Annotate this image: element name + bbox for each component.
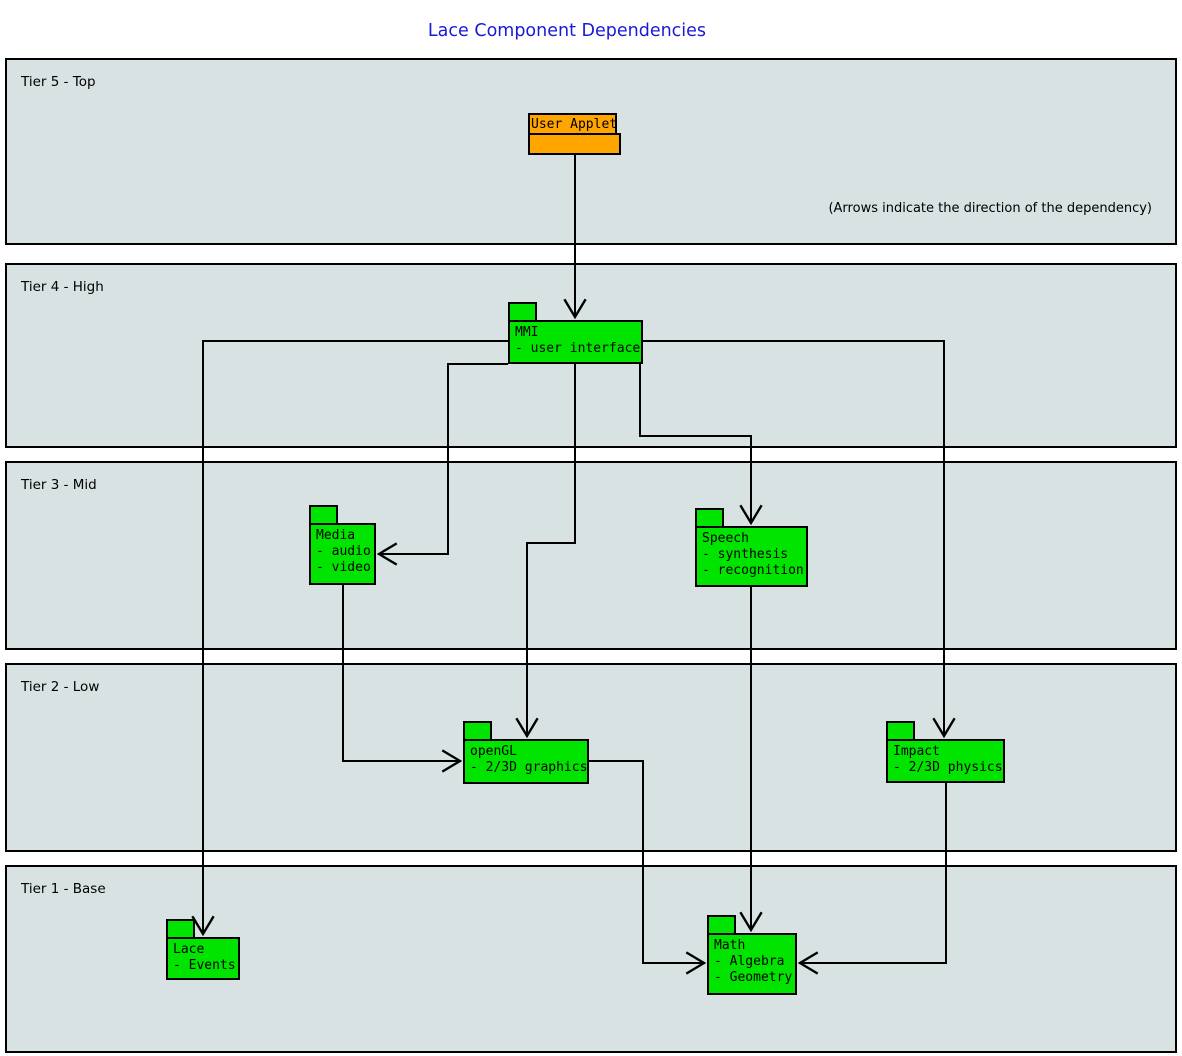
package-tab-icon <box>695 508 724 526</box>
package-tab-icon <box>166 919 195 937</box>
component-mmi-detail: - user interface <box>515 341 641 356</box>
component-user-applet-label: User Applet <box>528 113 617 133</box>
component-lace-detail: - Events <box>173 958 236 973</box>
arrow-direction-note: (Arrows indicate the direction of the de… <box>828 201 1152 216</box>
component-lace: Lace - Events <box>166 919 240 980</box>
tier-4-band: Tier 4 - High <box>5 263 1177 448</box>
tier-2-label: Tier 2 - Low <box>21 679 100 695</box>
component-impact-title: Impact <box>893 744 940 759</box>
component-speech-detail: - synthesis <box>702 547 789 562</box>
tier-5-label: Tier 5 - Top <box>21 74 96 90</box>
component-math-detail: - Algebra <box>714 954 785 969</box>
diagram-title: Lace Component Dependencies <box>427 21 707 41</box>
component-math-detail: - Geometry <box>714 970 793 985</box>
component-lace-title: Lace <box>173 942 205 957</box>
package-tab-icon <box>707 915 736 933</box>
component-impact: Impact - 2/3D physics <box>886 721 1005 783</box>
component-speech-detail: - recognition <box>702 563 804 578</box>
component-user-applet-body <box>528 133 621 155</box>
package-tab-icon <box>508 302 537 320</box>
tier-3-label: Tier 3 - Mid <box>21 477 97 493</box>
component-media-detail: - audio <box>316 544 371 559</box>
component-impact-detail: - 2/3D physics <box>893 760 1003 775</box>
package-tab-icon <box>463 721 492 739</box>
component-math: Math - Algebra - Geometry <box>707 915 797 995</box>
component-math-title: Math <box>714 938 746 953</box>
component-opengl: openGL - 2/3D graphics <box>463 721 589 784</box>
component-mmi-title: MMI <box>515 325 539 340</box>
tier-3-band: Tier 3 - Mid <box>5 461 1177 650</box>
component-user-applet: User Applet <box>528 113 621 155</box>
component-media: Media - audio - video <box>309 505 376 585</box>
tier-1-label: Tier 1 - Base <box>21 881 106 897</box>
component-speech: Speech - synthesis - recognition <box>695 508 808 587</box>
package-tab-icon <box>309 505 338 523</box>
component-opengl-detail: - 2/3D graphics <box>470 760 588 775</box>
component-media-title: Media <box>316 528 356 543</box>
component-opengl-title: openGL <box>470 744 517 759</box>
component-speech-title: Speech <box>702 531 749 546</box>
component-mmi: MMI - user interface <box>508 302 643 364</box>
component-media-detail: - video <box>316 560 371 575</box>
tier-4-label: Tier 4 - High <box>21 279 104 295</box>
package-tab-icon <box>886 721 915 739</box>
